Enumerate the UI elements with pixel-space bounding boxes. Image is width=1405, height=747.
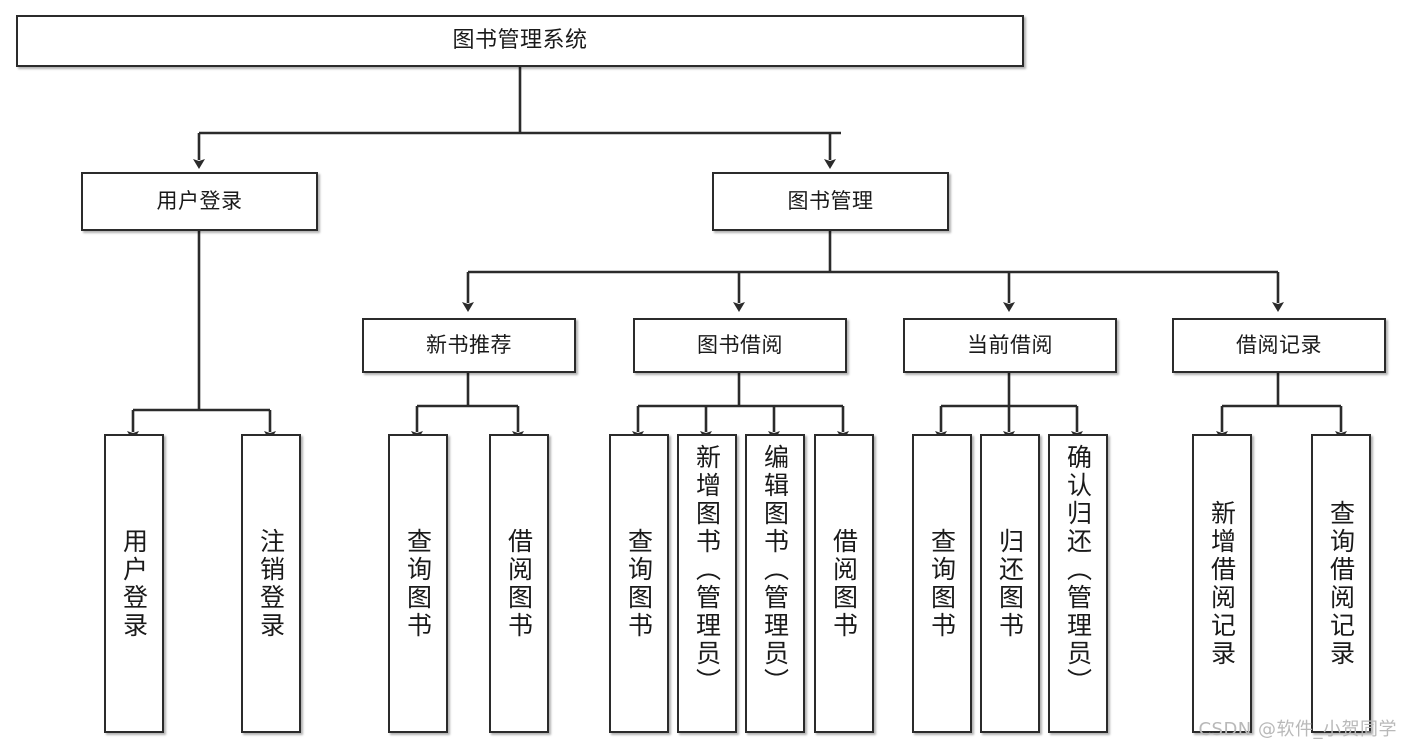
node-label: 用户登录: [156, 189, 243, 214]
node-label: 新增图书（管理员）: [692, 444, 722, 696]
leaf-user-login-logout[interactable]: 注销登录: [241, 434, 301, 733]
node-label: 图书借阅: [697, 333, 783, 358]
node-label: 编辑图书（管理员）: [760, 444, 790, 696]
leaf-current-borrow-query-book[interactable]: 查询图书: [912, 434, 972, 733]
leaf-book-borrow-query-book[interactable]: 查询图书: [609, 434, 669, 733]
leaf-borrow-record-add-record[interactable]: 新增借阅记录: [1192, 434, 1252, 733]
node-label: 借阅图书: [829, 527, 859, 640]
leaf-user-login-login[interactable]: 用户登录: [104, 434, 164, 733]
node-label: 借阅图书: [504, 527, 534, 640]
node-label: 新书推荐: [426, 333, 512, 358]
leaf-current-borrow-return-book[interactable]: 归还图书: [980, 434, 1040, 733]
csdn-watermark: CSDN @软件_小贺同学: [1198, 719, 1397, 740]
node-label: 归还图书: [995, 527, 1025, 640]
node-label: 借阅记录: [1236, 333, 1322, 358]
node-label: 注销登录: [256, 527, 286, 640]
node-label: 查询图书: [624, 527, 654, 640]
node-book-borrow[interactable]: 图书借阅: [633, 318, 847, 373]
node-label: 新增借阅记录: [1207, 499, 1237, 668]
leaf-new-book-query-book[interactable]: 查询图书: [388, 434, 448, 733]
leaf-book-borrow-edit-book-admin[interactable]: 编辑图书（管理员）: [745, 434, 805, 733]
node-current-borrow[interactable]: 当前借阅: [903, 318, 1117, 373]
node-root-book-management-system[interactable]: 图书管理系统: [16, 15, 1024, 67]
node-book-management[interactable]: 图书管理: [712, 172, 949, 231]
node-label: 用户登录: [119, 527, 149, 640]
node-new-book-recommendation[interactable]: 新书推荐: [362, 318, 576, 373]
node-label: 查询借阅记录: [1326, 499, 1356, 668]
node-label: 查询图书: [403, 527, 433, 640]
node-label: 查询图书: [927, 527, 957, 640]
leaf-current-borrow-confirm-return-admin[interactable]: 确认归还（管理员）: [1048, 434, 1108, 733]
leaf-book-borrow-add-book-admin[interactable]: 新增图书（管理员）: [677, 434, 737, 733]
node-label: 确认归还（管理员）: [1063, 444, 1093, 696]
leaf-new-book-borrow-book[interactable]: 借阅图书: [489, 434, 549, 733]
node-borrow-record[interactable]: 借阅记录: [1172, 318, 1386, 373]
leaf-book-borrow-borrow-book[interactable]: 借阅图书: [814, 434, 874, 733]
node-label: 当前借阅: [967, 333, 1053, 358]
node-label: 图书管理系统: [452, 28, 588, 54]
leaf-borrow-record-query-record[interactable]: 查询借阅记录: [1311, 434, 1371, 733]
node-label: 图书管理: [787, 189, 874, 214]
node-user-login[interactable]: 用户登录: [81, 172, 318, 231]
